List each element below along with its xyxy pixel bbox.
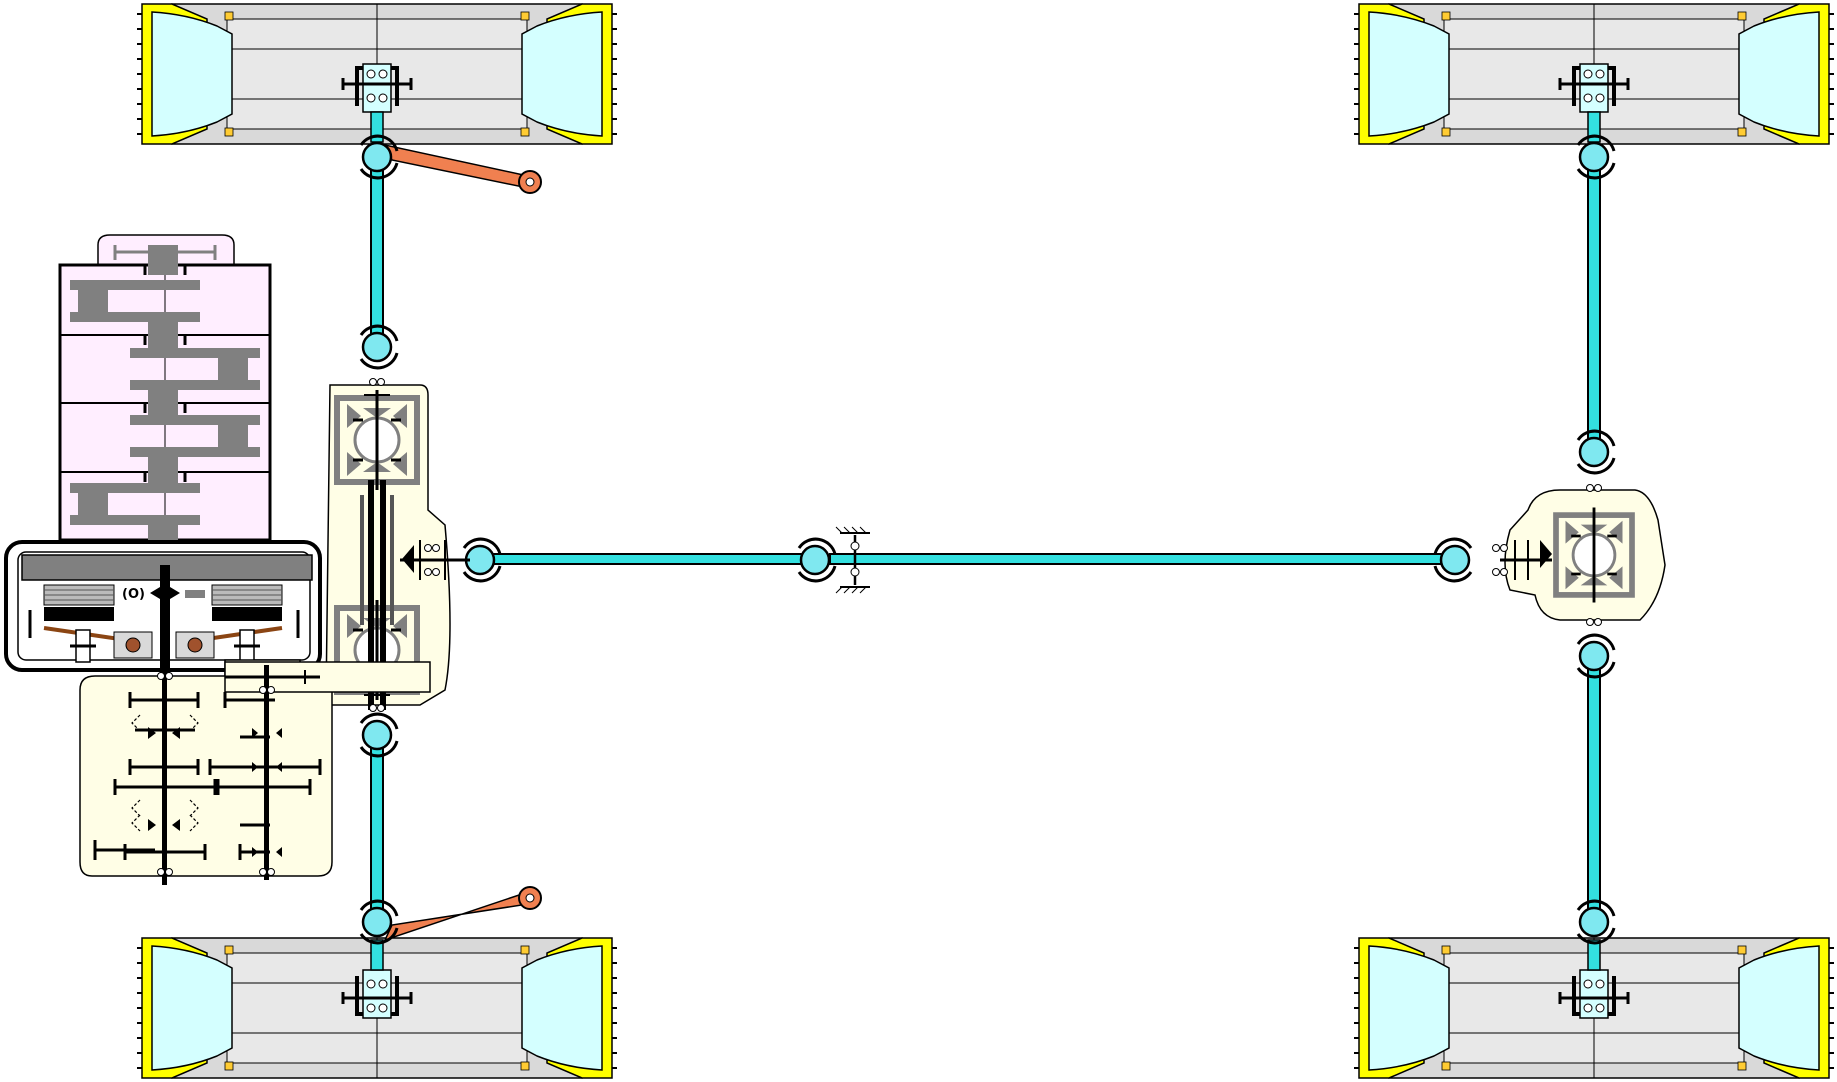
rear-right-half-shaft	[1587, 659, 1601, 921]
wheel-rear-left	[1352, 2, 1836, 146]
propeller-shaft-rear	[829, 553, 1451, 565]
wheel-rear-right	[1352, 936, 1836, 1080]
wheel-front-right	[135, 936, 619, 1080]
rear-left-half-shaft	[1587, 159, 1601, 451]
rear-differential	[1492, 484, 1666, 626]
steering-arm-upper	[383, 143, 542, 194]
clutch: (O)	[4, 540, 322, 675]
engine	[58, 234, 272, 550]
front-left-half-shaft	[370, 157, 384, 349]
wheel-front-left	[135, 2, 619, 146]
propeller-shaft-front	[479, 553, 816, 565]
gearbox	[79, 659, 431, 885]
centre-bearing-support	[835, 526, 870, 594]
clutch-release-mark: (O)	[122, 587, 145, 602]
front-right-half-shaft	[370, 739, 384, 921]
universal-joint-icon	[359, 134, 1616, 945]
steering-arm-lower	[383, 886, 542, 942]
